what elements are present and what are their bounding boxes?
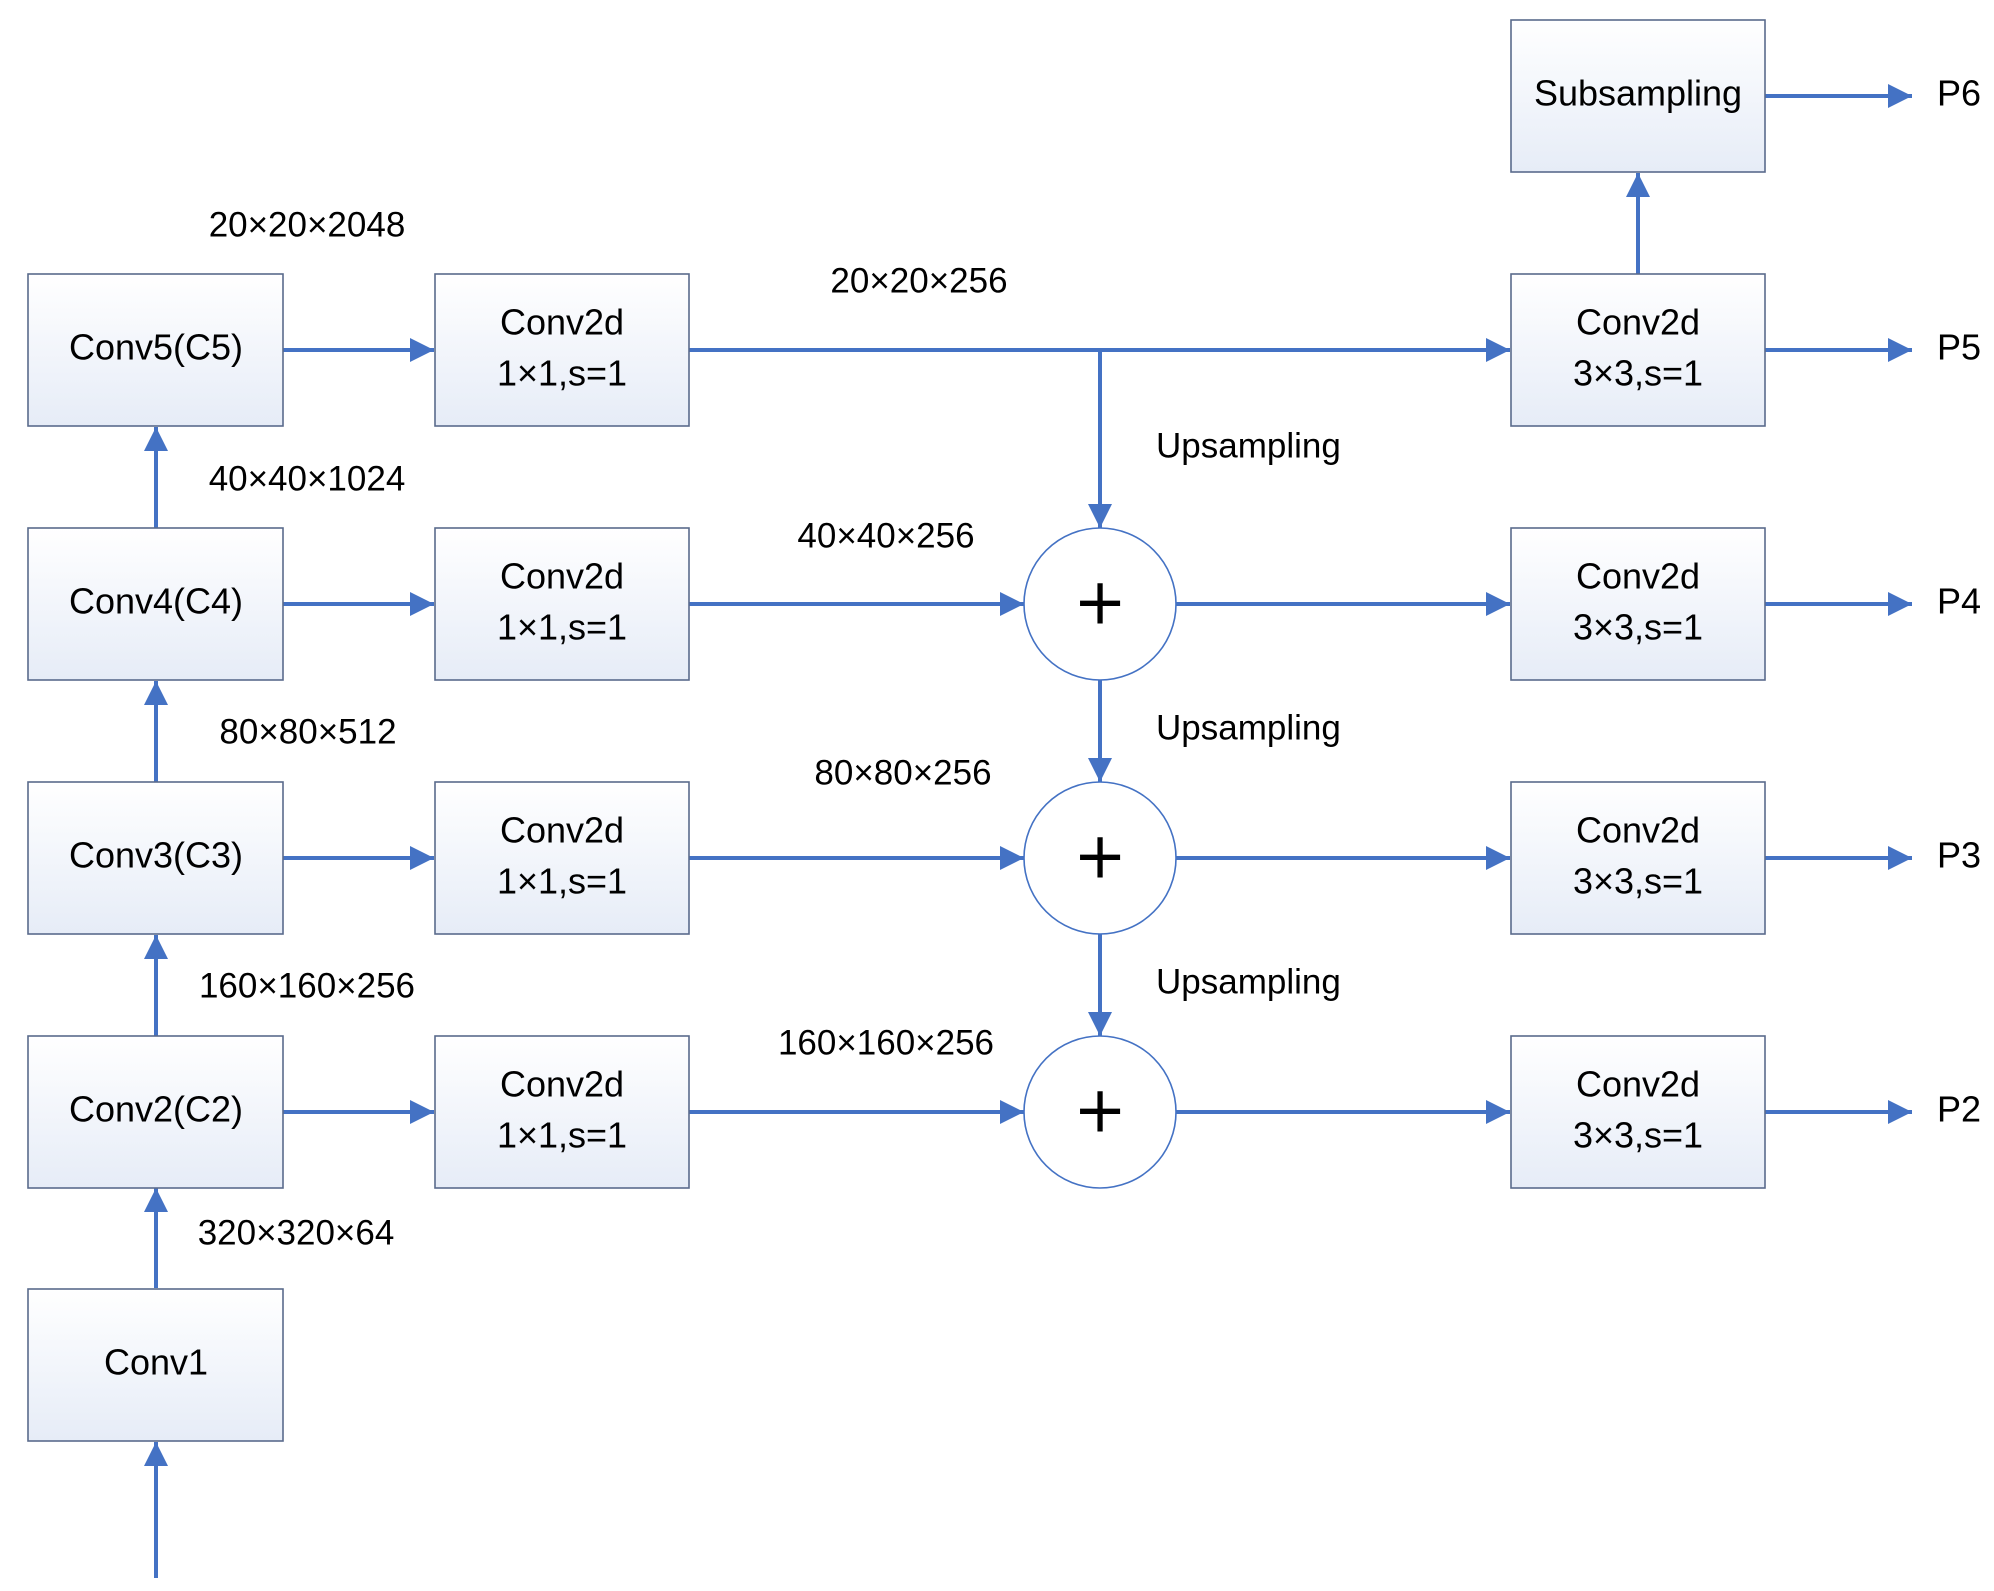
output-conv-p5-line2: 3×3,s=1: [1573, 353, 1703, 394]
lateral-conv-c2: Conv2d 1×1,s=1: [434, 1035, 690, 1189]
conv5-label: Conv5(C5): [69, 327, 243, 368]
lateral-conv-c4-line1: Conv2d: [500, 556, 624, 597]
conv1-box: Conv1: [27, 1288, 284, 1442]
dim-lateral-c3: 80×80×256: [814, 753, 991, 792]
lateral-conv-c2-line2: 1×1,s=1: [497, 1115, 627, 1156]
dim-lateral-c5: 20×20×256: [830, 261, 1007, 300]
upsampling-label-2: Upsampling: [1156, 708, 1341, 747]
plus-icon: +: [1073, 566, 1127, 640]
dim-c5-out: 20×20×2048: [209, 205, 406, 244]
output-conv-p3-line2: 3×3,s=1: [1573, 861, 1703, 902]
dim-c1-out: 320×320×64: [198, 1213, 395, 1252]
connections: [144, 84, 1912, 1578]
conv5-box: Conv5(C5): [27, 273, 284, 427]
lateral-conv-c3-line1: Conv2d: [500, 810, 624, 851]
conv2-label: Conv2(C2): [69, 1089, 243, 1130]
output-conv-p3: Conv2d 3×3,s=1: [1510, 781, 1766, 935]
output-p2-label: P2: [1937, 1089, 1981, 1130]
upsampling-label-3: Upsampling: [1156, 962, 1341, 1001]
sum-node-p2: +: [1023, 1035, 1177, 1189]
output-conv-p5: Conv2d 3×3,s=1: [1510, 273, 1766, 427]
output-conv-p2: Conv2d 3×3,s=1: [1510, 1035, 1766, 1189]
output-p4-label: P4: [1937, 581, 1981, 622]
output-conv-p2-line2: 3×3,s=1: [1573, 1115, 1703, 1156]
conv3-box: Conv3(C3): [27, 781, 284, 935]
conv1-label: Conv1: [104, 1342, 208, 1383]
dim-lateral-c4: 40×40×256: [797, 516, 974, 555]
subsampling-label: Subsampling: [1534, 73, 1742, 114]
lateral-conv-c3: Conv2d 1×1,s=1: [434, 781, 690, 935]
conv3-label: Conv3(C3): [69, 835, 243, 876]
dim-c2-out: 160×160×256: [199, 966, 415, 1005]
dim-lateral-c2: 160×160×256: [778, 1023, 994, 1062]
output-conv-p4: Conv2d 3×3,s=1: [1510, 527, 1766, 681]
plus-icon: +: [1073, 820, 1127, 894]
output-p3-label: P3: [1937, 835, 1981, 876]
lateral-conv-c2-line1: Conv2d: [500, 1064, 624, 1105]
output-conv-p4-line2: 3×3,s=1: [1573, 607, 1703, 648]
output-p6-label: P6: [1937, 73, 1981, 114]
sum-node-p3: +: [1023, 781, 1177, 935]
lateral-conv-c4-line2: 1×1,s=1: [497, 607, 627, 648]
output-conv-p2-line1: Conv2d: [1576, 1064, 1700, 1105]
plus-icon: +: [1073, 1074, 1127, 1148]
dim-c3-out: 80×80×512: [219, 712, 396, 751]
output-conv-p5-line1: Conv2d: [1576, 302, 1700, 343]
dim-c4-out: 40×40×1024: [209, 459, 406, 498]
conv2-box: Conv2(C2): [27, 1035, 284, 1189]
output-conv-p3-line1: Conv2d: [1576, 810, 1700, 851]
lateral-conv-c4: Conv2d 1×1,s=1: [434, 527, 690, 681]
sum-node-p4: +: [1023, 527, 1177, 681]
output-p5-label: P5: [1937, 327, 1981, 368]
conv4-box: Conv4(C4): [27, 527, 284, 681]
conv4-label: Conv4(C4): [69, 581, 243, 622]
lateral-conv-c5-line2: 1×1,s=1: [497, 353, 627, 394]
upsampling-label-1: Upsampling: [1156, 426, 1341, 465]
lateral-conv-c5: Conv2d 1×1,s=1: [434, 273, 690, 427]
lateral-conv-c5-line1: Conv2d: [500, 302, 624, 343]
output-conv-p4-line1: Conv2d: [1576, 556, 1700, 597]
subsampling-box: Subsampling: [1510, 19, 1766, 173]
lateral-conv-c3-line2: 1×1,s=1: [497, 861, 627, 902]
